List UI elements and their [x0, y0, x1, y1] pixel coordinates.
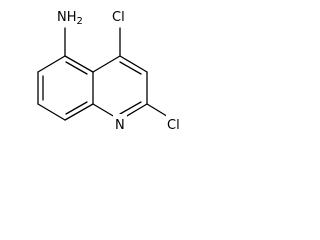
bond-c4a-c4 [92, 55, 121, 73]
bond-inner-c2-n1 [119, 101, 142, 115]
bond-c7-c8 [37, 103, 66, 121]
amine-label: NH2 [57, 10, 83, 27]
ring-nitrogen-label: N [115, 118, 125, 133]
bond-inner-c4-c3 [119, 61, 142, 75]
atom-labels: NH2 Cl N Cl [55, 7, 186, 133]
quinoline-structure: NH2 Cl N Cl [37, 7, 186, 133]
bond-inner-c4a-c5 [65, 61, 88, 75]
bond-inner-c8-c8a [65, 101, 88, 115]
bond-c8-c8a [64, 103, 94, 121]
bond-c4-c3 [119, 55, 148, 73]
bonds [37, 27, 171, 121]
molecule-canvas: NH2 Cl N Cl [0, 0, 188, 138]
bond-c4a-c5 [64, 55, 94, 73]
chloro-2-label: Cl [167, 118, 180, 133]
chloro-4-label: Cl [112, 10, 125, 25]
bond-c5-c6 [37, 55, 66, 73]
